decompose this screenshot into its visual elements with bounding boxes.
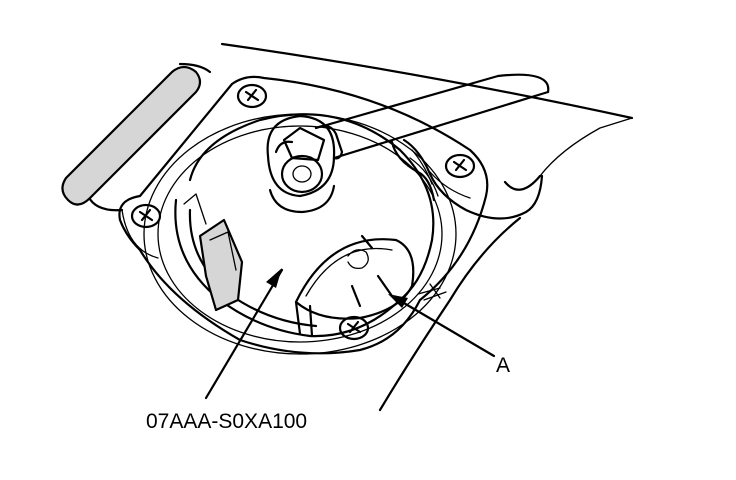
mounting-screw-4 [338,315,370,341]
panel-slot [61,65,202,206]
mounting-screw-3 [130,203,162,229]
leader-a [388,294,496,358]
tool-part-number-label: 07AAA-S0XA100 [146,410,307,433]
access-plate [118,75,489,355]
leader-tool [204,268,284,400]
mounting-screw-2 [444,153,476,179]
callout-a-label: A [496,354,510,377]
mounting-screw-1 [236,83,268,109]
ring-cutaway [294,234,415,338]
connector-marks [417,283,447,301]
breaker-bar [314,73,550,160]
ring-tab-left [183,193,244,312]
fuel-hose [402,138,544,220]
special-tool [266,114,336,214]
